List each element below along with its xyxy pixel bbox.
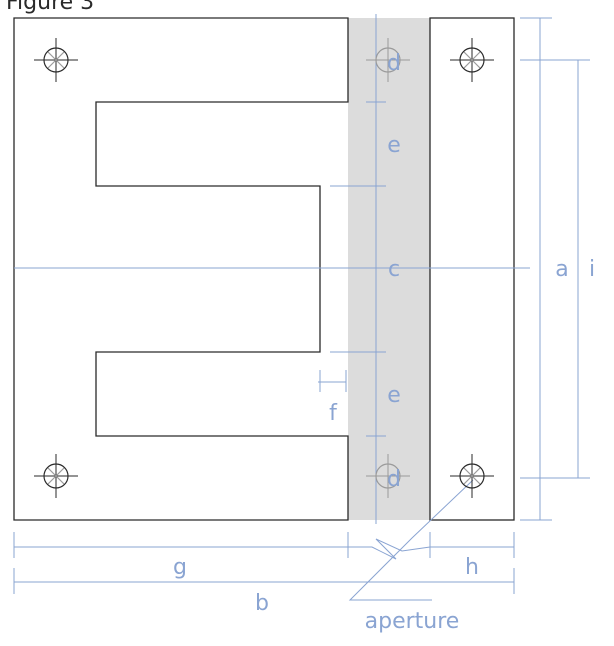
mounting-holes <box>34 38 494 498</box>
gap-region <box>348 18 430 520</box>
hole-top-left <box>34 38 78 82</box>
e-lamination-outline <box>13 17 349 521</box>
label-c: c <box>388 257 400 282</box>
label-g: g <box>173 555 187 580</box>
figure-title: Figure 3 <box>6 0 95 15</box>
label-i: i <box>589 257 595 282</box>
hole-bottom-left <box>34 454 78 498</box>
hole-top-right <box>450 38 494 82</box>
label-d-top: d <box>387 51 401 76</box>
hole-top-gap <box>366 38 410 82</box>
label-a: a <box>555 257 568 282</box>
break-symbol <box>348 538 431 560</box>
label-d-bottom: d <box>387 467 401 492</box>
aperture-leader <box>348 479 474 601</box>
i-lamination-outline <box>429 17 515 521</box>
label-e-bottom: e <box>387 383 401 408</box>
label-f: f <box>329 401 338 426</box>
label-b: b <box>255 591 269 616</box>
label-aperture: aperture <box>365 609 460 634</box>
label-e-top: e <box>387 133 401 158</box>
hole-bottom-gap <box>366 454 410 498</box>
hole-bottom-right <box>450 454 494 498</box>
label-h: h <box>465 555 479 580</box>
